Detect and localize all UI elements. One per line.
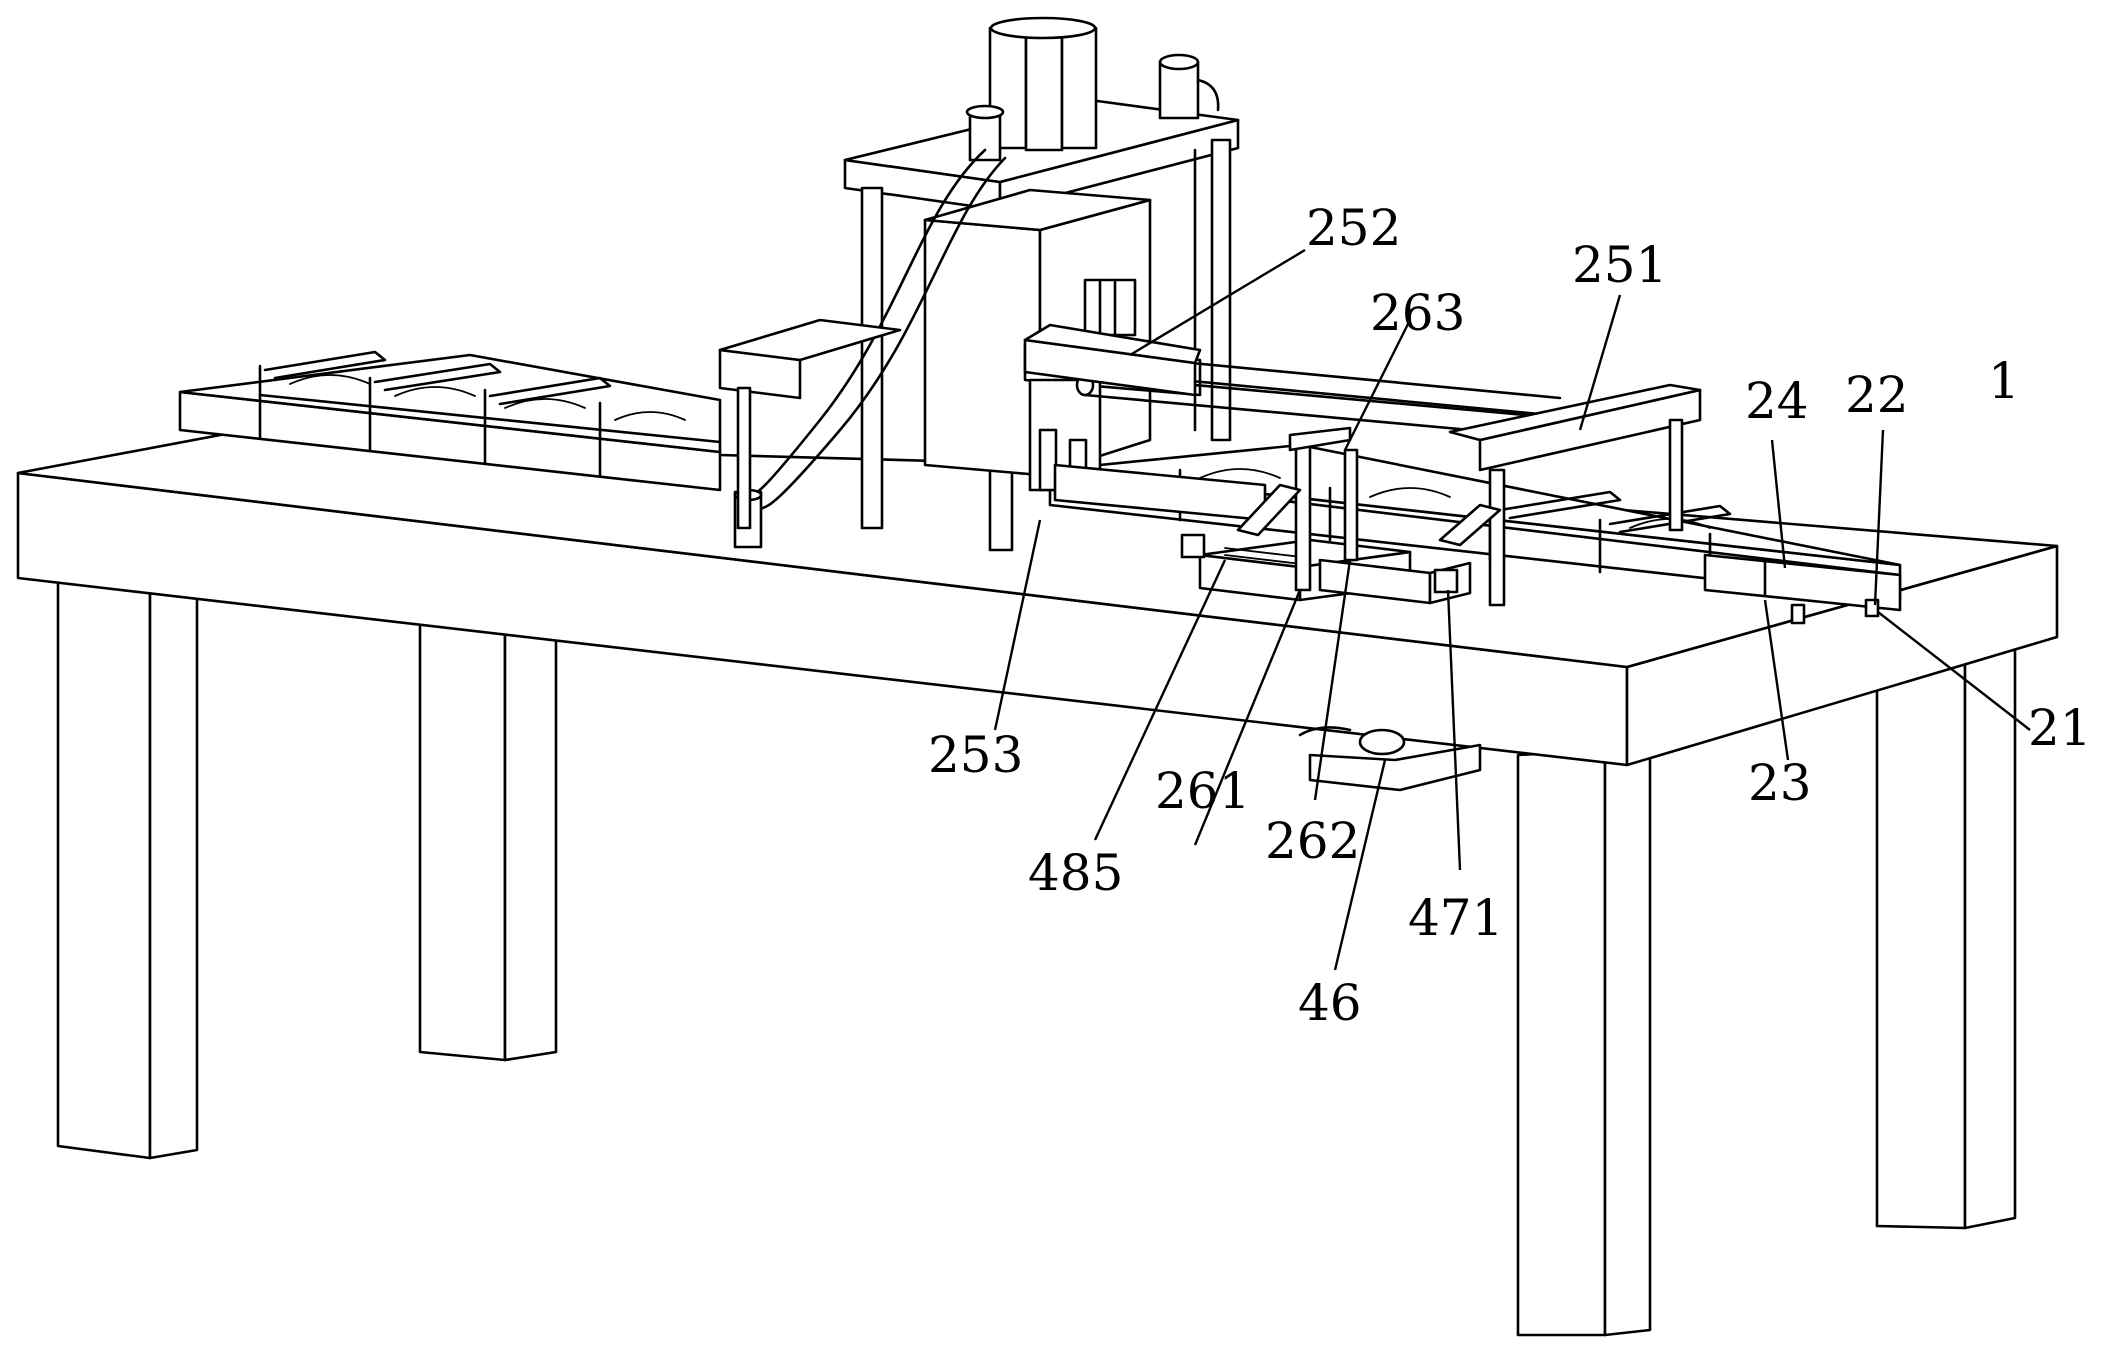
label-21: 21 bbox=[2028, 699, 2092, 757]
conveyor-left bbox=[178, 350, 722, 492]
label-263: 263 bbox=[1370, 284, 1465, 342]
label-485: 485 bbox=[1028, 844, 1123, 902]
label-471: 471 bbox=[1408, 889, 1503, 947]
leader-lines bbox=[993, 248, 2031, 971]
table-top bbox=[16, 418, 2059, 767]
label-252: 252 bbox=[1306, 199, 1401, 257]
label-262: 262 bbox=[1265, 812, 1360, 870]
label-1: 1 bbox=[1988, 352, 2020, 410]
label-24: 24 bbox=[1745, 372, 1809, 430]
label-261: 261 bbox=[1155, 762, 1250, 820]
label-251: 251 bbox=[1572, 236, 1667, 294]
guide-rails bbox=[718, 318, 1702, 607]
press-frame bbox=[843, 16, 1267, 552]
label-46: 46 bbox=[1298, 974, 1362, 1032]
label-23: 23 bbox=[1748, 754, 1812, 812]
label-22: 22 bbox=[1845, 366, 1909, 424]
reference-labels: 252 251 263 24 22 1 21 23 253 261 262 48… bbox=[928, 199, 2092, 1032]
label-253: 253 bbox=[928, 726, 1023, 784]
conveyor-right bbox=[1048, 443, 1902, 625]
